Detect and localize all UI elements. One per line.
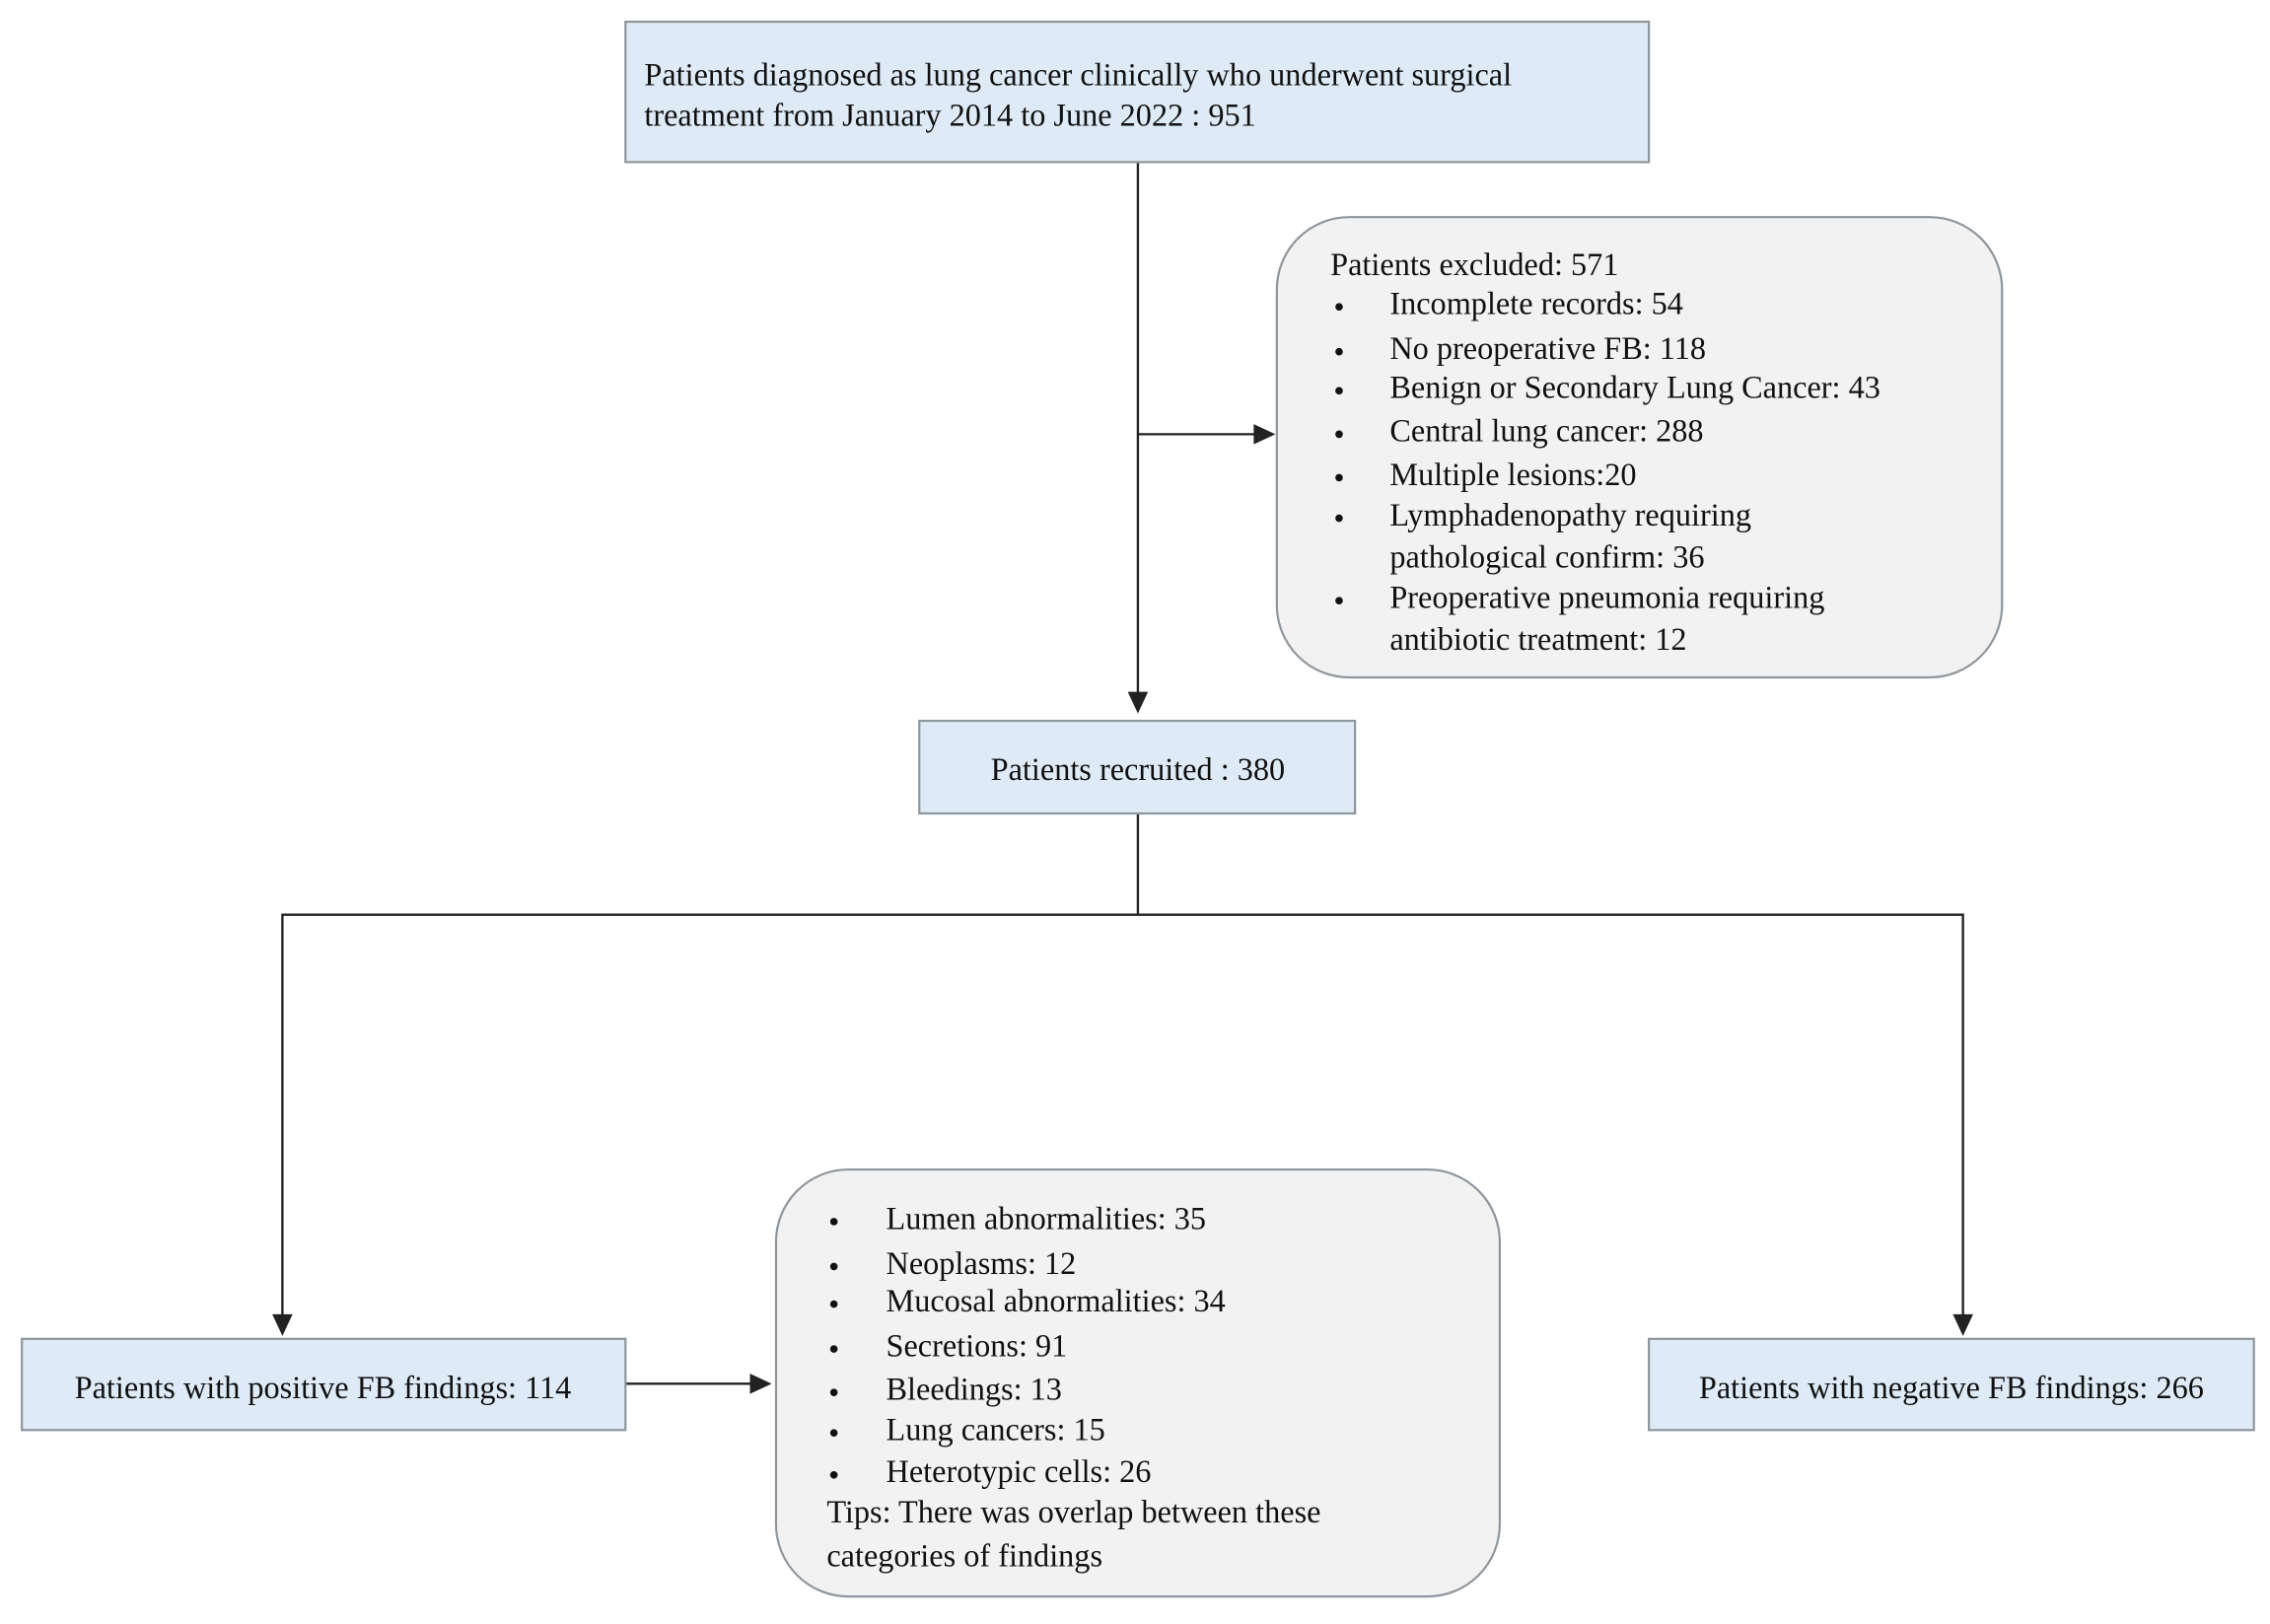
node-diagnosed: Patients diagnosed as lung cancer clinic… — [624, 20, 1651, 164]
findings-item: Secretions: 91 — [887, 1327, 1068, 1363]
excluded-item: No preoperative FB: 118 — [1389, 330, 1706, 366]
node-findings: Tips: There was overlap between these ca… — [774, 1167, 1502, 1598]
bullet-icon — [829, 1388, 838, 1396]
excluded-item: Benign or Secondary Lung Cancer: 43 — [1389, 370, 1880, 405]
findings-tips: categories of findings — [826, 1537, 1102, 1573]
node-text: treatment from January 2014 to June 2022… — [644, 98, 1255, 133]
bullet-icon — [829, 1345, 838, 1353]
arrowhead — [749, 1374, 772, 1394]
bullet-icon — [1335, 473, 1343, 482]
excluded-item: Incomplete records: 54 — [1389, 286, 1683, 321]
bullet-icon — [829, 1218, 838, 1226]
bullet-icon — [829, 1470, 838, 1479]
excluded-item: Preoperative pneumonia requiring — [1389, 580, 1824, 615]
node-negative: Patients with negative FB findings: 266 — [1648, 1337, 2255, 1432]
bullet-icon — [1335, 430, 1343, 439]
excluded-title: Patients excluded: 571 — [1330, 247, 1618, 282]
excluded-item: Central lung cancer: 288 — [1389, 413, 1703, 449]
node-text: Patients with positive FB findings: 114 — [75, 1370, 572, 1405]
arrowhead — [272, 1313, 293, 1336]
excluded-item: Multiple lesions:20 — [1389, 457, 1636, 492]
findings-item: Heterotypic cells: 26 — [887, 1453, 1152, 1489]
findings-item: Lumen abnormalities: 35 — [887, 1200, 1207, 1236]
bullet-icon — [829, 1429, 838, 1438]
bullet-icon — [1335, 387, 1343, 395]
findings-item: Neoplasms: 12 — [887, 1245, 1077, 1281]
node-text: Patients recruited : 380 — [991, 751, 1286, 787]
arrowhead — [1127, 691, 1149, 714]
connector-split — [281, 913, 1964, 1317]
excluded-item: pathological confirm: 36 — [1389, 538, 1704, 574]
bullet-icon — [1335, 303, 1343, 312]
findings-item: Mucosal abnormalities: 34 — [887, 1283, 1226, 1318]
node-text: Patients with negative FB findings: 266 — [1699, 1370, 2204, 1405]
bullet-icon — [1335, 347, 1343, 356]
arrowhead — [1952, 1313, 1973, 1336]
bullet-icon — [829, 1300, 838, 1308]
findings-tips: Tips: There was overlap between these — [826, 1494, 1320, 1529]
bullet-icon — [829, 1262, 838, 1271]
excluded-item: Lymphadenopathy requiring — [1389, 497, 1751, 532]
bullet-icon — [1335, 514, 1343, 523]
node-excluded: Patients excluded: 571 Incomplete record… — [1275, 216, 2004, 679]
findings-item: Bleedings: 13 — [887, 1371, 1062, 1406]
findings-item: Lung cancers: 15 — [887, 1412, 1105, 1447]
bullet-icon — [1335, 597, 1343, 605]
node-recruited: Patients recruited : 380 — [918, 719, 1357, 815]
arrowhead — [1253, 424, 1276, 445]
excluded-item: antibiotic treatment: 12 — [1389, 621, 1686, 657]
node-positive: Patients with positive FB findings: 114 — [21, 1337, 627, 1432]
node-text: Patients diagnosed as lung cancer clinic… — [644, 57, 1512, 93]
connectors — [272, 162, 1973, 1394]
